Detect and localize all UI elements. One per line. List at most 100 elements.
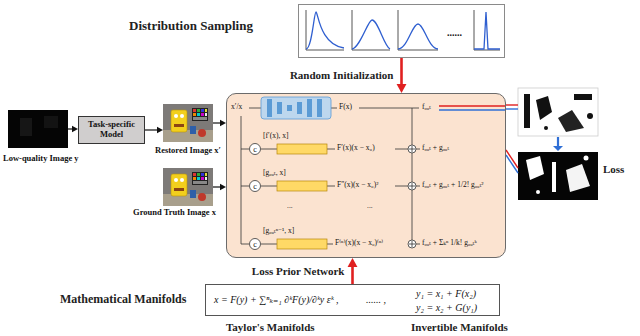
formula-box: Mathematical Manifoldsx = F(y) + ∑ⁿₖ₌₁ ∂… — [205, 284, 500, 316]
drawing-part — [398, 10, 438, 50]
node-text: F″(x)(x − x₀)² — [337, 181, 378, 190]
derivative-block — [277, 181, 327, 191]
node-text: c — [253, 240, 257, 249]
drawing-part — [44, 116, 58, 128]
node-text: fₒᵤₜ — [422, 103, 431, 112]
drawing-part — [398, 24, 438, 49]
drawing-part — [574, 94, 592, 100]
node-text: fₒᵤₜ + gₒᵤₜ — [422, 144, 449, 153]
network-block — [261, 97, 331, 119]
drawing-part — [205, 109, 207, 112]
low-quality-image — [8, 110, 68, 148]
drawing-part — [163, 104, 213, 142]
drawing-part — [352, 10, 390, 50]
node-text: F⁽ⁿ⁾(x)(x − x₀)⁽ⁿ⁾ — [335, 239, 383, 248]
sum-symbol — [408, 145, 416, 153]
arrow-head — [157, 127, 163, 134]
connector-line — [400, 58, 403, 86]
node-text: F(x) — [339, 103, 352, 112]
node-text: c — [253, 182, 257, 191]
derivative-block — [277, 144, 327, 154]
node-text: x′/x — [231, 103, 242, 112]
drawing-part — [171, 110, 187, 132]
wire — [241, 116, 242, 244]
drawing-part — [506, 104, 518, 105]
drawing-part — [198, 129, 206, 137]
node-text: y₂ = x₂ + G(y₁) — [416, 302, 477, 314]
output-wire — [439, 109, 505, 110]
image-box: Ground Truth Image x — [163, 168, 213, 206]
drawing-part — [306, 10, 344, 50]
concat-circle: c — [249, 238, 261, 250]
wire — [261, 244, 277, 245]
node-text: Mathematical Manifolds — [60, 293, 186, 307]
output-images — [518, 88, 598, 200]
drawing-part — [557, 137, 559, 146]
node-text: Low-quality Image y — [3, 154, 79, 164]
drawing-part — [566, 164, 590, 192]
drawing-part — [474, 10, 500, 50]
node-text: Distribution Sampling — [129, 19, 253, 34]
drawing-part — [197, 113, 200, 116]
wire — [241, 149, 249, 150]
wire — [327, 186, 335, 187]
drawing-part — [8, 110, 68, 148]
drawing-part — [193, 117, 207, 120]
wire — [359, 108, 419, 109]
drawing-part — [558, 110, 584, 132]
drawing-part — [180, 114, 184, 118]
loss-arrow — [553, 137, 563, 151]
wire — [412, 108, 413, 145]
node-text: Task-specific Model — [81, 120, 142, 140]
wire — [395, 149, 408, 150]
drawing-part — [201, 113, 204, 116]
network-layer — [317, 99, 322, 117]
wire — [261, 186, 277, 187]
arrow-head — [348, 258, 358, 267]
ground-truth-image — [163, 168, 213, 206]
drawing-part — [526, 156, 544, 180]
image-box: Low-quality Image y — [8, 110, 68, 148]
connector-arrow — [68, 126, 78, 133]
distribution-box: Distribution Sampling...... — [298, 4, 505, 58]
sum-symbol — [409, 146, 415, 152]
drawing-part — [192, 108, 208, 121]
network-layer — [297, 102, 302, 114]
derivative-block — [277, 239, 327, 249]
node-text: c — [253, 145, 257, 154]
arrow-head — [397, 84, 407, 93]
drawing-part — [506, 150, 518, 168]
concat-circle: c — [249, 180, 261, 192]
node-text: [gₒᵤₜ, x] — [263, 169, 286, 178]
wire — [241, 244, 249, 245]
connector-arrow — [397, 58, 407, 93]
node-text: [gₒᵤₜⁿ⁻¹, x] — [263, 227, 294, 236]
internal-wires — [241, 108, 420, 244]
process-box: Task-specific Model — [78, 116, 145, 144]
wire — [331, 108, 337, 109]
drawing-part — [201, 109, 204, 112]
wire — [412, 153, 413, 182]
wire — [249, 108, 261, 109]
node-text: fₒᵤₜ + gₒᵤₜ + 1/2! gₒᵤₜ² — [422, 181, 484, 190]
node-text: F′(x)(x − x₀) — [337, 144, 375, 153]
drawing-part — [552, 162, 556, 192]
drawing-part — [352, 20, 390, 49]
drawing-part — [544, 126, 548, 130]
node-text: Invertible Manifolds — [411, 321, 508, 334]
drawing-part — [190, 126, 196, 134]
drawing-part — [20, 118, 32, 136]
drawing-part — [536, 96, 552, 120]
connector-line — [351, 265, 354, 284]
network-panel: x′/xF(x)fₒᵤₜ[f′(x), x]F′(x)(x − x₀)fₒᵤₜ … — [226, 93, 506, 258]
circle-outline — [250, 144, 261, 155]
wire — [261, 149, 277, 150]
image-box: Restored Image x′ — [163, 104, 213, 142]
node-text: Ground Truth Image x — [133, 208, 216, 218]
circle-outline — [250, 181, 261, 192]
node-text: ... — [367, 202, 373, 211]
drawing-part — [197, 109, 200, 112]
drawing-part — [584, 156, 589, 161]
drawing-part — [174, 124, 184, 127]
wire — [395, 186, 408, 187]
